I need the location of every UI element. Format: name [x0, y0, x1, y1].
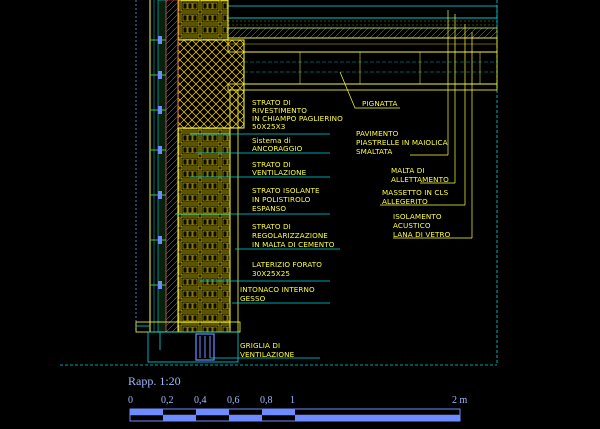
svg-text:STRATO DI: STRATO DI	[252, 222, 291, 231]
label-hollow-brick: LATERIZIO FORATO 30X25X25	[252, 260, 322, 278]
svg-text:PIGNATTA: PIGNATTA	[362, 99, 398, 108]
label-cladding: STRATO DI RIVESTIMENTO IN CHIAMPO PAGLIE…	[252, 98, 343, 131]
label-leveling-layer: STRATO DI REGOLARIZZAZIONE IN MALTA DI C…	[252, 222, 335, 249]
svg-text:ISOLAMENTO: ISOLAMENTO	[393, 212, 442, 221]
svg-text:MASSETTO IN CLS: MASSETTO IN CLS	[382, 188, 449, 197]
label-screed: MASSETTO IN CLS ALLEGERITO	[382, 188, 449, 206]
leader-lines-wall	[175, 133, 340, 359]
svg-text:VENTILAZIONE: VENTILAZIONE	[252, 168, 307, 177]
svg-text:30X25X25: 30X25X25	[252, 269, 290, 278]
svg-text:STRATO DI: STRATO DI	[252, 160, 291, 169]
scale-title: Rapp. 1:20	[128, 374, 181, 388]
svg-text:IN CHIAMPO PAGLIERINO: IN CHIAMPO PAGLIERINO	[252, 114, 343, 123]
label-flooring: PAVIMENTO PIASTRELLE IN MAIOLICA SMALTAT…	[356, 129, 448, 156]
svg-text:ACUSTICO: ACUSTICO	[393, 221, 431, 230]
svg-text:IN POLISTIROLO: IN POLISTIROLO	[252, 195, 311, 204]
svg-text:LATERIZIO FORATO: LATERIZIO FORATO	[252, 260, 322, 269]
scale-tick-0-2: 0,2	[161, 395, 174, 406]
svg-text:ESPANSO: ESPANSO	[252, 204, 286, 213]
svg-text:GESSO: GESSO	[240, 294, 266, 303]
svg-text:VENTILAZIONE: VENTILAZIONE	[240, 350, 295, 359]
svg-text:ALLEGERITO: ALLEGERITO	[382, 197, 428, 206]
scale-tick-0: 0	[128, 395, 133, 406]
scale-tick-0-4: 0,4	[194, 395, 207, 406]
svg-text:REGOLARIZZAZIONE: REGOLARIZZAZIONE	[252, 231, 328, 240]
scale-tick-0-6: 0,6	[227, 395, 240, 406]
label-bedding-mortar: MALTA DI ALLETTAMENTO	[391, 166, 449, 184]
label-joist: PIGNATTA	[362, 99, 398, 108]
svg-text:RIVESTIMENTO: RIVESTIMENTO	[252, 106, 307, 115]
concrete-beam	[177, 39, 245, 129]
label-insulation-layer: STRATO ISOLANTE IN POLISTIROLO ESPANSO	[252, 186, 320, 213]
svg-text:SMALTATA: SMALTATA	[356, 147, 392, 156]
svg-text:MALTA DI: MALTA DI	[391, 166, 425, 175]
label-ventilation-layer: STRATO DI VENTILAZIONE	[252, 160, 307, 177]
wall-section	[149, 0, 239, 333]
svg-text:PIASTRELLE IN MAIOLICA: PIASTRELLE IN MAIOLICA	[356, 138, 448, 147]
svg-text:PAVIMENTO: PAVIMENTO	[356, 129, 399, 138]
svg-text:ALLETTAMENTO: ALLETTAMENTO	[391, 175, 449, 184]
label-vent-grille: GRIGLIA DI VENTILAZIONE	[240, 341, 295, 359]
label-anchoring: Sistema di ANCORAGGIO	[252, 136, 303, 153]
wall-base	[135, 321, 241, 363]
svg-text:INTONACO INTERNO: INTONACO INTERNO	[240, 285, 315, 294]
floor-slab	[227, 5, 498, 91]
leader-lines-slab	[339, 10, 473, 239]
svg-text:GRIGLIA DI: GRIGLIA DI	[240, 341, 280, 350]
scale-tick-1: 1	[290, 395, 295, 406]
svg-text:50X25X3: 50X25X3	[252, 122, 285, 131]
svg-text:STRATO DI: STRATO DI	[252, 98, 291, 107]
scale-tick-2m: 2 m	[452, 395, 468, 406]
svg-text:IN MALTA DI CEMENTO: IN MALTA DI CEMENTO	[252, 240, 335, 249]
scale-bar: Rapp. 1:20 0 0,2 0,4 0,6 0,8 1 2 m	[128, 374, 468, 422]
scale-tick-0-8: 0,8	[260, 395, 273, 406]
label-plaster: INTONACO INTERNO GESSO	[240, 285, 315, 303]
svg-text:ANCORAGGIO: ANCORAGGIO	[252, 144, 303, 153]
label-acoustic-insulation: ISOLAMENTO ACUSTICO LANA DI VETRO	[393, 212, 451, 239]
top-insulation	[177, 0, 229, 41]
svg-text:STRATO ISOLANTE: STRATO ISOLANTE	[252, 186, 320, 195]
svg-text:Sistema di: Sistema di	[252, 136, 291, 145]
svg-text:LANA DI VETRO: LANA DI VETRO	[393, 230, 451, 239]
